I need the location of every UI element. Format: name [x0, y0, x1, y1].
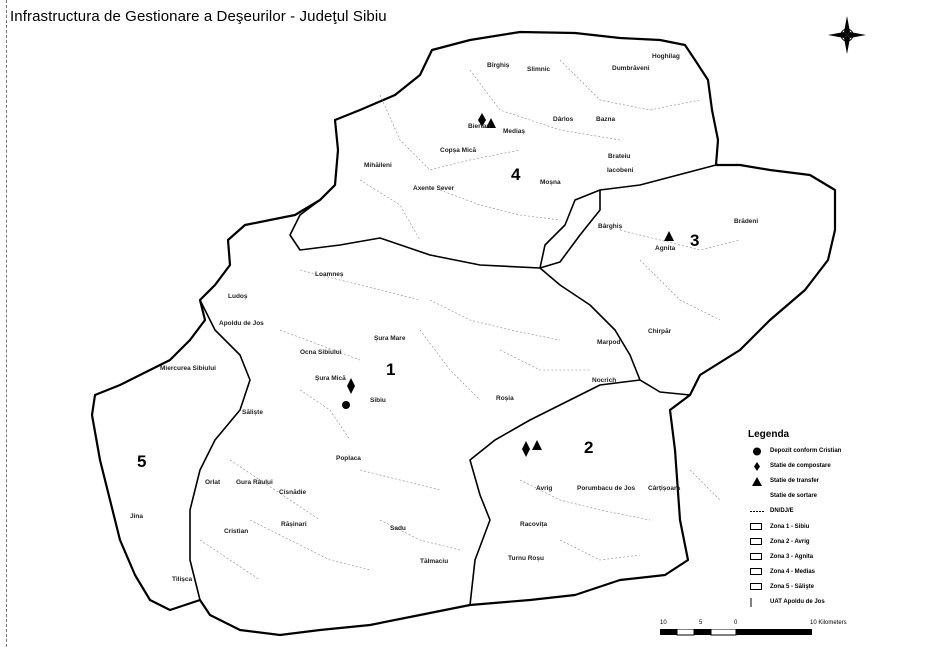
transfer-station-marker[interactable]	[532, 440, 542, 450]
place-label: Axente Sever	[413, 185, 455, 192]
legend-item-composting: Statie de compostare	[750, 461, 831, 471]
zone-3-label: 3	[690, 231, 699, 250]
landfill-marker[interactable]	[342, 401, 350, 409]
county-outline	[90, 30, 837, 637]
place-label: Sibiu	[370, 397, 386, 404]
place-label: Nocrich	[592, 377, 616, 384]
place-label: Tilișca	[172, 576, 193, 583]
place-label: Turnu Roșu	[508, 555, 544, 562]
zone-4-label: 4	[511, 165, 521, 184]
legend-title: Legenda	[748, 429, 790, 440]
legend-item-landfill: Depozit conform Cristian	[750, 446, 841, 456]
place-label: Bîrghiș	[487, 62, 510, 69]
legend-item-zone-1: Zona 1 - Sibiu	[750, 522, 809, 532]
map-legend: Legenda Depozit conform Cristian Statie …	[744, 428, 868, 614]
left-border	[6, 0, 7, 647]
place-label: Chirpăr	[648, 328, 672, 335]
place-label: Avrig	[536, 485, 552, 492]
zone-2-boundary	[469, 379, 641, 606]
place-label: Miercurea Sibiului	[160, 365, 216, 372]
zone-1-label: 1	[386, 360, 395, 379]
scale-bar-graphic	[660, 629, 812, 636]
place-label: Rășinari	[281, 521, 307, 528]
zone-5-label: 5	[137, 452, 146, 471]
legend-item-zone-5: Zona 5 - Sălişte	[750, 582, 814, 592]
place-label: Brădeni	[734, 218, 758, 225]
place-label: Cisnădie	[279, 489, 306, 496]
scale-bar: 10 5 0 10 Kilometers	[660, 620, 870, 642]
zone-4-boundary	[289, 149, 717, 269]
zone-2-label: 2	[584, 438, 593, 457]
legend-item-zone-4: Zona 4 - Medias	[750, 567, 815, 577]
commune-boundaries	[199, 59, 741, 581]
place-label: Moșna	[540, 179, 561, 186]
place-label: Iacobeni	[607, 167, 634, 174]
place-label: Mediaș	[503, 128, 525, 135]
north-arrow-icon	[828, 16, 866, 54]
place-label: Orlat	[205, 479, 221, 486]
place-label: Loamneș	[315, 271, 344, 278]
place-label: Bazna	[596, 116, 616, 123]
composting-station-marker[interactable]	[478, 113, 486, 127]
place-label: Săliște	[242, 409, 263, 416]
composting-icon	[750, 461, 764, 471]
place-label: Ocna Sibiului	[300, 349, 342, 356]
place-label: Roșia	[496, 395, 514, 402]
place-label: Sadu	[390, 525, 406, 532]
place-label: Hoghilag	[652, 53, 680, 60]
legend-item-zone-2: Zona 2 - Avrig	[750, 537, 810, 547]
transfer-station-marker[interactable]	[664, 231, 674, 241]
landfill-icon	[750, 447, 764, 456]
place-label: Brateiu	[608, 153, 630, 160]
place-label: Porumbacu de Jos	[577, 485, 636, 492]
place-label: Copșa Mică	[440, 147, 477, 154]
transfer-icon	[750, 476, 764, 486]
place-label: Ludoș	[228, 293, 248, 300]
road-line-icon	[750, 507, 764, 516]
place-labels: Hoghilag Bîrghiș Slimnic Mihăileni Axent…	[130, 53, 758, 583]
place-label: Gura Râului	[236, 479, 273, 486]
place-label: Racovița	[520, 521, 547, 528]
map-title: Infrastructura de Gestionare a Deşeurilo…	[10, 8, 387, 25]
composting-station-marker[interactable]	[522, 441, 530, 457]
place-label: Bârghiș	[598, 223, 623, 230]
place-label: Slimnic	[527, 66, 551, 73]
legend-item-roads: DN/DJ/E	[750, 506, 794, 516]
place-label: Apoldu de Jos	[219, 320, 264, 327]
legend-item-zone-3: Zona 3 - Agnita	[750, 552, 813, 562]
legend-item-transfer: Statie de transfer	[750, 476, 819, 486]
place-label: Agnita	[655, 245, 676, 252]
legend-item-sorting: Statie de sortare	[750, 491, 817, 501]
place-label: Mihăileni	[364, 162, 392, 169]
place-label: Marpod	[597, 339, 621, 346]
place-label: Dumbrăveni	[612, 65, 650, 72]
place-label: Cristian	[224, 528, 248, 535]
place-label: Șura Mică	[315, 375, 346, 382]
transfer-station-marker[interactable]	[486, 118, 496, 128]
place-label: Poplaca	[336, 455, 361, 462]
place-label: Șura Mare	[374, 335, 406, 342]
sorting-icon	[750, 492, 764, 501]
zone-3-boundary	[539, 189, 691, 396]
zone-5-boundary	[189, 299, 251, 601]
place-label: Tălmaciu	[420, 558, 448, 565]
place-label: Jina	[130, 513, 143, 520]
legend-item-uat: UAT Apoldu de Jos	[750, 597, 825, 607]
place-label: Biertan	[468, 123, 490, 130]
composting-station-marker[interactable]	[347, 378, 355, 394]
place-label: Cârțișoara	[648, 485, 681, 492]
place-label: Dârlos	[553, 116, 574, 123]
